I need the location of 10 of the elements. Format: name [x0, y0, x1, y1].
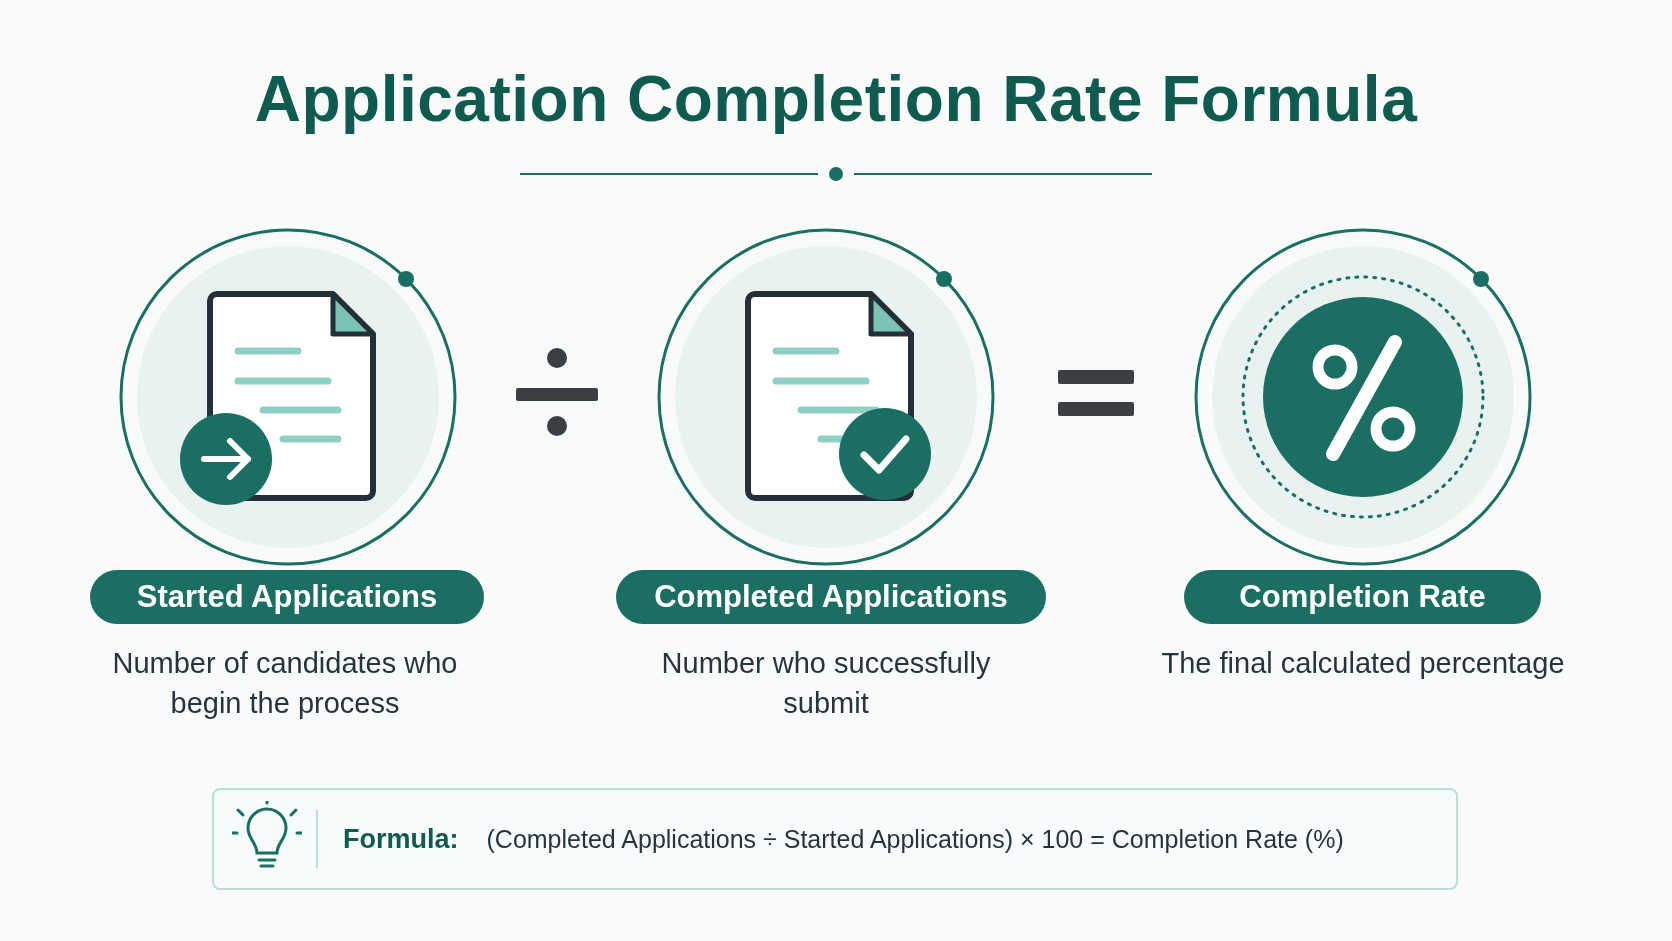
formula-text: (Completed Applications ÷ Started Applications) × 100 = Completion Rate (%)	[486, 824, 1344, 854]
formula-box	[212, 788, 1458, 890]
formula-label: Formula:	[343, 823, 459, 855]
description: Number who successfully submit	[660, 646, 992, 721]
label-pill: Completion Rate	[1184, 570, 1541, 624]
description: Number of candidates who begin the process	[111, 646, 459, 721]
title: Application Completion Rate Formula	[253, 62, 1419, 136]
description: The final calculated percentage	[1160, 646, 1566, 681]
label-pill: Started Applications	[90, 570, 484, 624]
label-pill: Completed Applications	[616, 570, 1046, 624]
